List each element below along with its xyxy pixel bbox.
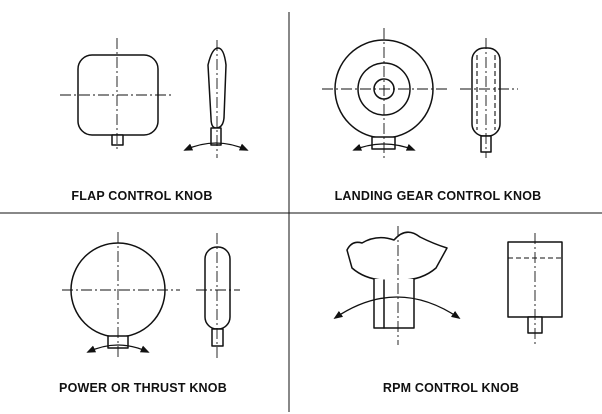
flap-control-knob-panel: FLAP CONTROL KNOB bbox=[60, 38, 249, 203]
rpm-control-knob-panel: RPM CONTROL KNOB bbox=[333, 226, 563, 395]
flap-knob-side-view bbox=[183, 40, 249, 158]
flap-caption: FLAP CONTROL KNOB bbox=[71, 189, 212, 203]
rpm-caption: RPM CONTROL KNOB bbox=[383, 381, 519, 395]
landing-gear-rotation-arrow bbox=[352, 143, 416, 151]
rpm-rotation-arrow bbox=[333, 296, 461, 320]
rpm-knob-front-view bbox=[333, 226, 461, 345]
power-rotation-arrow bbox=[86, 344, 150, 353]
landing-gear-control-knob-panel: LANDING GEAR CONTROL KNOB bbox=[322, 28, 541, 203]
landing-gear-knob-side-view bbox=[460, 38, 518, 158]
landing-gear-caption: LANDING GEAR CONTROL KNOB bbox=[335, 189, 542, 203]
power-thrust-knob-panel: POWER OR THRUST KNOB bbox=[59, 232, 240, 395]
flap-knob-front-view bbox=[60, 38, 172, 152]
flap-rotation-arrow bbox=[183, 142, 249, 151]
rpm-knob-side-view bbox=[507, 233, 563, 345]
power-caption: POWER OR THRUST KNOB bbox=[59, 381, 227, 395]
power-knob-side-view bbox=[196, 233, 240, 358]
landing-gear-knob-front-view bbox=[322, 28, 448, 158]
power-knob-front-view bbox=[62, 232, 180, 360]
